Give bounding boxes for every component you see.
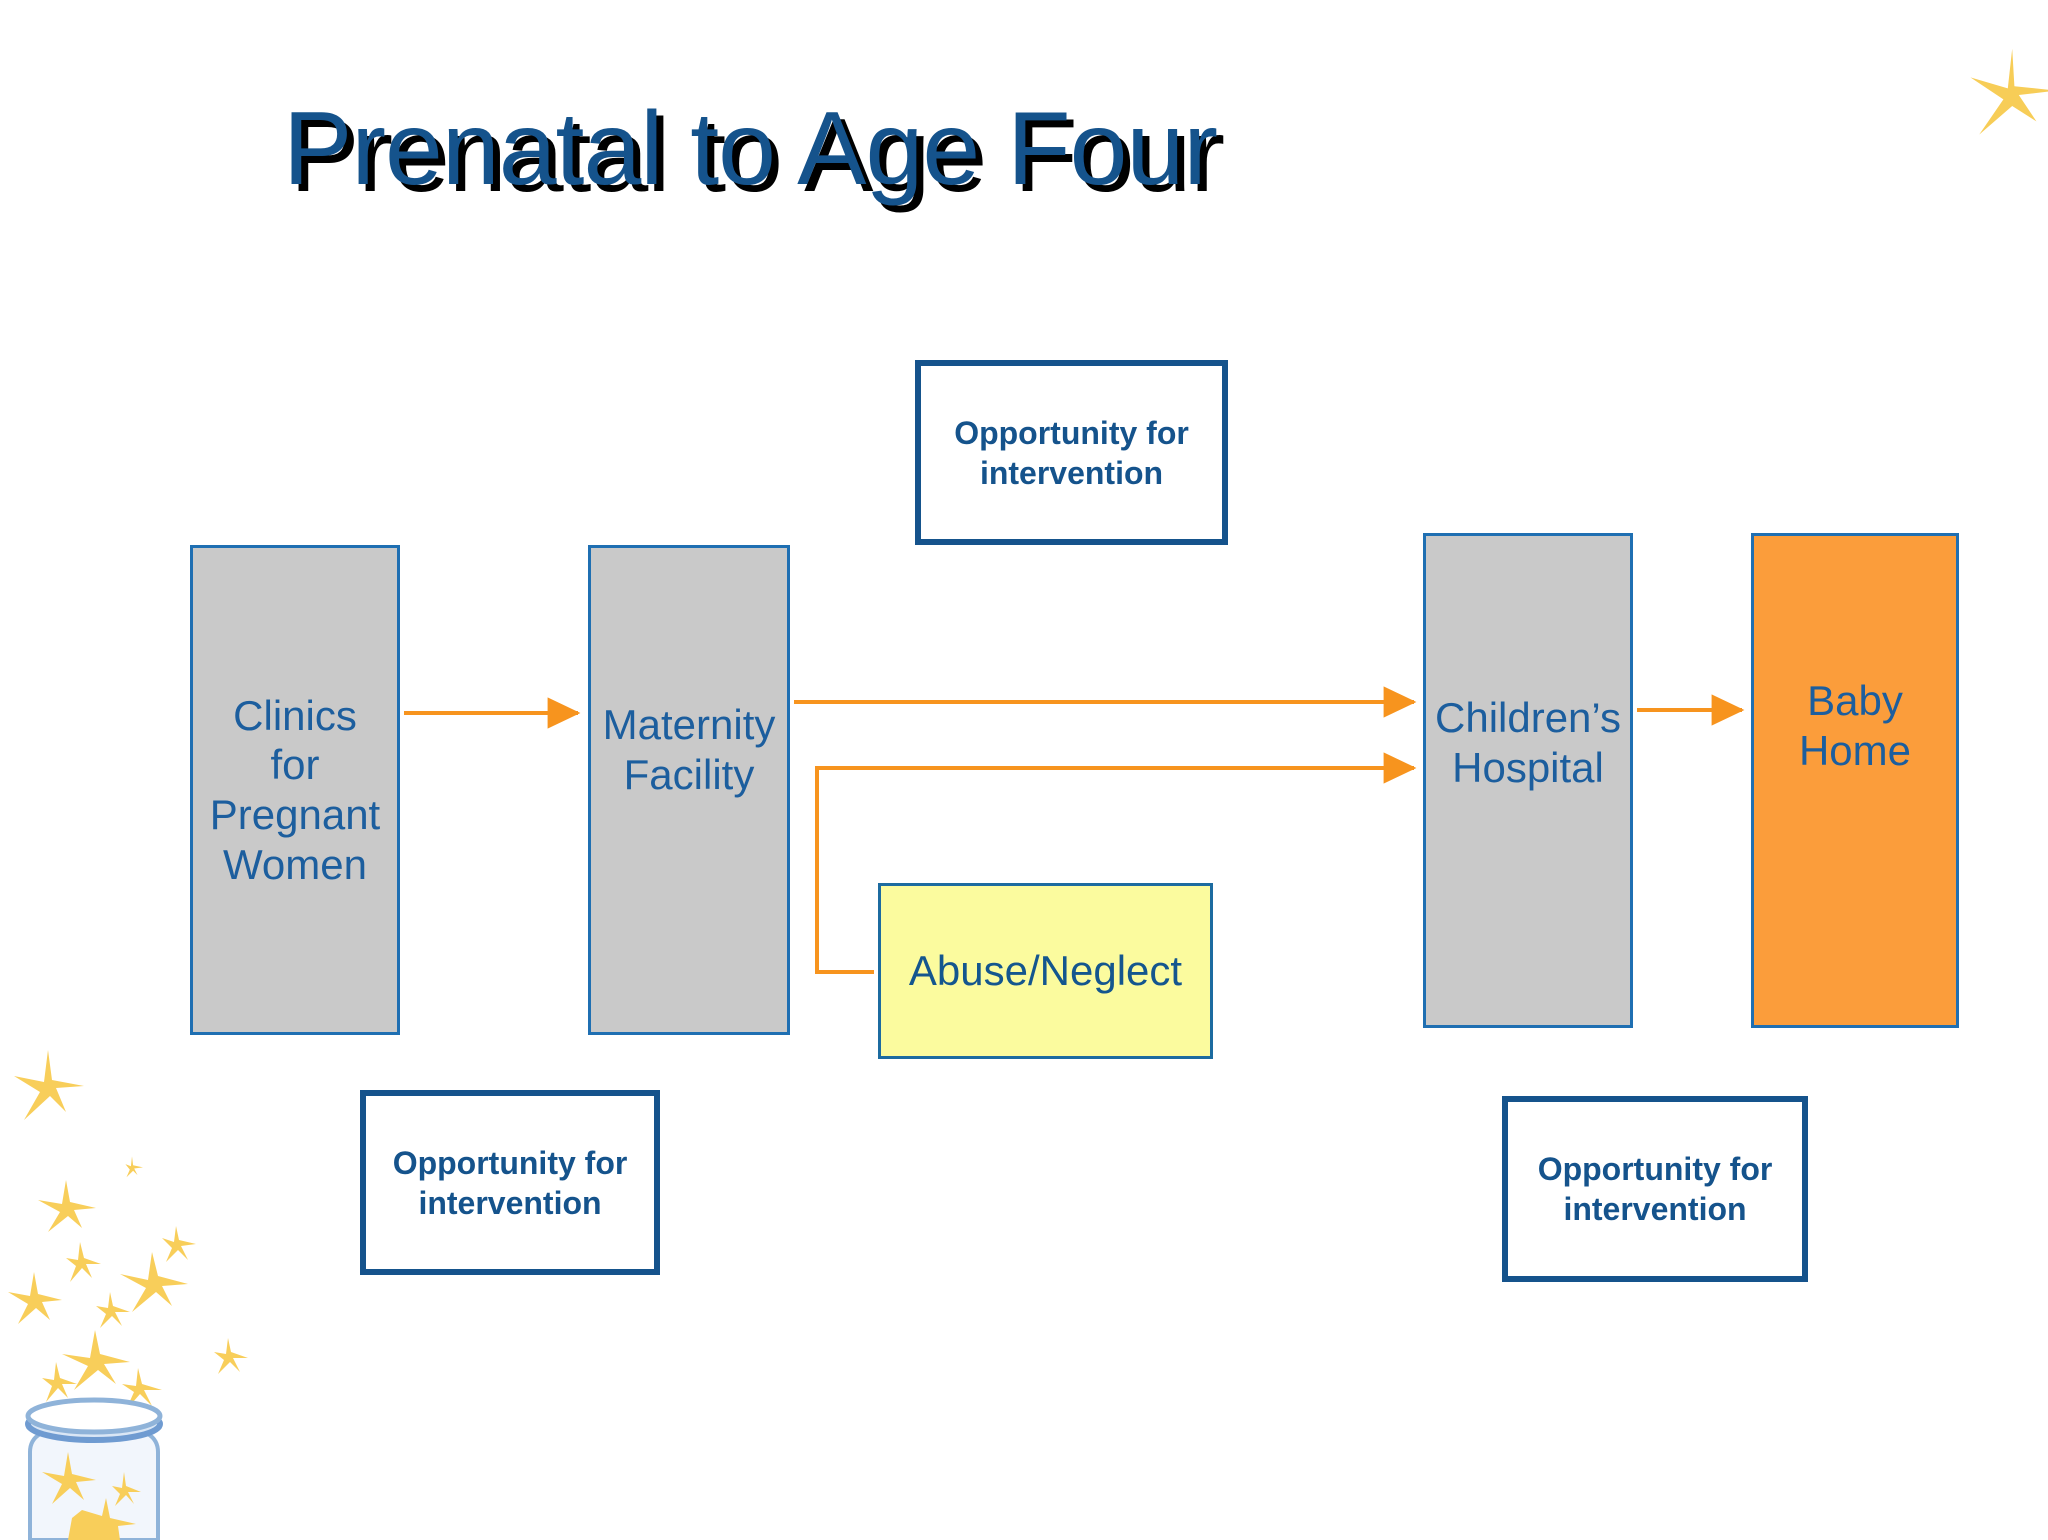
jar-of-stars-clipart	[8, 1050, 248, 1540]
opportunity-top-line1: Opportunity for	[954, 414, 1189, 451]
maternity-line1: Maternity	[602, 701, 776, 748]
opportunity-for-intervention-bottom-right: Opportunity for intervention	[1502, 1096, 1808, 1282]
clinics-line3: Pregnant	[209, 791, 381, 838]
babyhome-line2: Home	[1798, 726, 1912, 774]
page-title: Prenatal to Age Four	[283, 91, 1218, 207]
jar-shape	[25, 1397, 163, 1540]
babyhome-line1: Baby	[1807, 677, 1903, 724]
clinics-line2: for	[270, 741, 320, 789]
clinics-line1: Clinics	[233, 691, 357, 739]
risk-box-abuse-neglect: Abuse/Neglect	[878, 883, 1213, 1059]
opportunity-bottom-left-line1: Opportunity for	[392, 1144, 628, 1181]
opportunity-top-line2: intervention	[979, 454, 1164, 491]
maternity-line2: Facility	[623, 750, 755, 798]
opportunity-for-intervention-top: Opportunity for intervention	[915, 360, 1228, 545]
process-box-childrens-hospital: Children’s Hospital	[1423, 533, 1633, 1028]
process-box-baby-home: Baby Home	[1751, 533, 1959, 1028]
abuse-neglect-label: Abuse/Neglect	[908, 947, 1183, 995]
clinics-line4: Women	[223, 840, 367, 888]
opportunity-bottom-right-line1: Opportunity for	[1537, 1151, 1773, 1187]
opportunity-bottom-left-line2: intervention	[418, 1184, 602, 1221]
process-box-clinics: Clinics for Pregnant Women	[190, 545, 400, 1035]
opportunity-for-intervention-bottom-left: Opportunity for intervention	[360, 1090, 660, 1275]
star-icon	[1970, 48, 2048, 135]
process-box-maternity-facility: Maternity Facility	[588, 545, 790, 1035]
hospital-line1: Children’s	[1435, 694, 1621, 741]
hospital-line2: Hospital	[1452, 743, 1604, 791]
opportunity-bottom-right-line2: intervention	[1563, 1191, 1747, 1227]
